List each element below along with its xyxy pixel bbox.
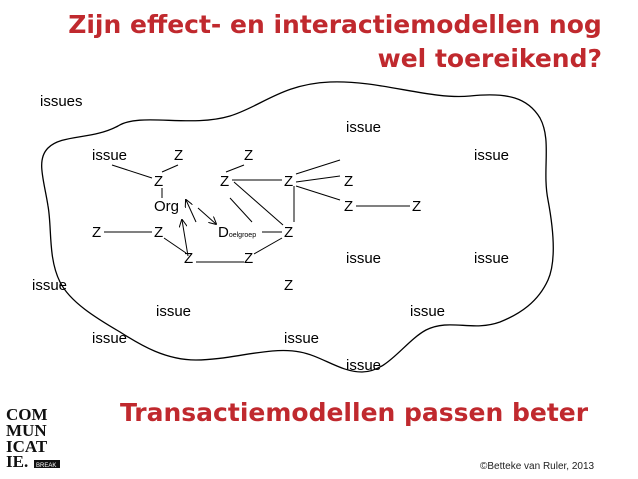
title-line-2: wel toereikend? [377,44,602,73]
svg-text:COM: COM [6,405,48,424]
z-node: Z [92,224,101,241]
copyright-credit: ©Betteke van Ruler, 2013 [480,461,595,472]
d-node-subscript: oelgroep [229,232,256,239]
z-node: Z [344,173,353,190]
d-node-letter: D [218,224,229,241]
z-node: Z [154,224,163,241]
issues-label: issues [40,93,83,110]
issue-label: issue [284,330,319,347]
z-node: Z [412,198,421,215]
issue-label: issue [92,330,127,347]
issue-label: issue [156,303,191,320]
z-node: Z [184,250,193,267]
environment-blob [41,81,554,373]
z-node: Z [244,147,253,164]
bottom-heading: Transactiemodellen passen beter [120,398,589,427]
z-node: Z [284,224,293,241]
issue-label: issue [346,119,381,136]
z-node: Z [220,173,229,190]
z-node: Z [244,250,253,267]
z-node: Z [154,173,163,190]
title-line-1: Zijn effect- en interactiemodellen nog [68,10,602,39]
z-node: Z [174,147,183,164]
communicatie-break-logo: COM MUN ICAT IE. BREAK [4,404,64,472]
issue-label: issue [346,250,381,267]
issue-label: issue [346,357,381,374]
svg-text:BREAK: BREAK [36,463,56,469]
issue-label: issue [32,277,67,294]
svg-text:MUN: MUN [6,421,47,440]
svg-text:ICAT: ICAT [6,437,48,456]
d-node: Doelgroep [218,224,256,241]
issue-label: issue [92,147,127,164]
z-node: Z [344,198,353,215]
issue-label: issue [474,250,509,267]
svg-text:IE.: IE. [6,452,28,471]
z-node: Z [284,173,293,190]
issue-label: issue [474,147,509,164]
z-node: Z [284,277,293,294]
org-node: Org [154,198,179,215]
slide-title: Zijn effect- en interactiemodellen nog w… [40,8,610,76]
issue-label: issue [410,303,445,320]
